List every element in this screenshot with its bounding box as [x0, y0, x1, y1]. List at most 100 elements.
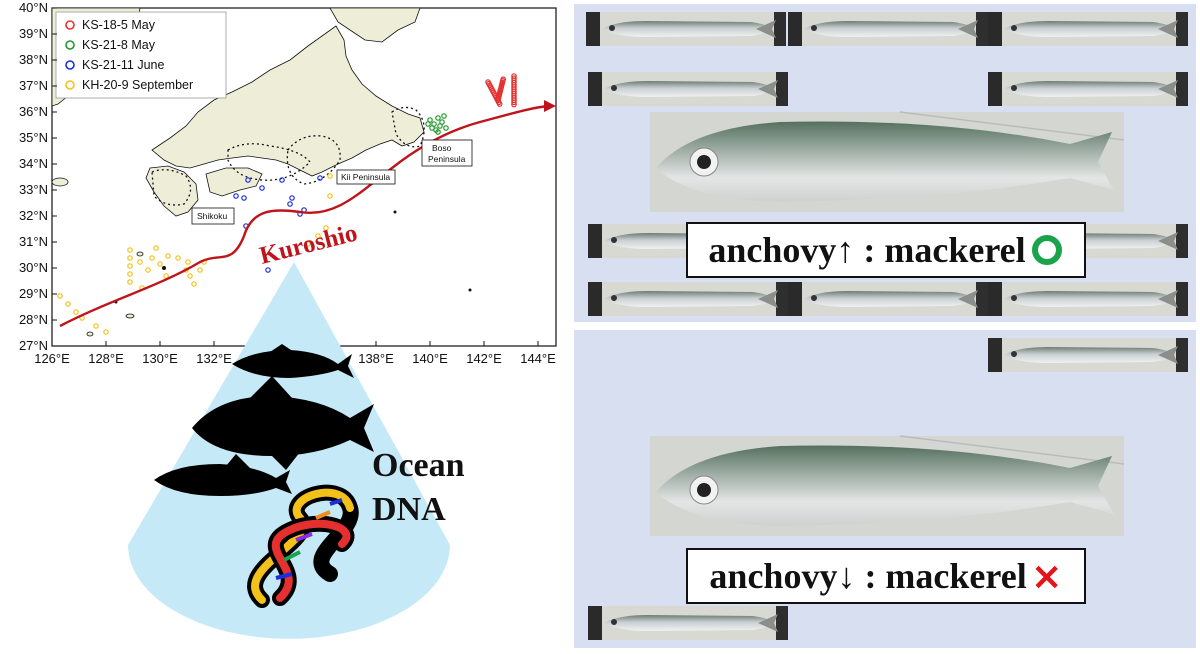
survey-point [73, 309, 79, 315]
top-caption-text: anchovy↑ : mackerel [708, 230, 1026, 270]
anchovy-photo [588, 282, 788, 316]
survey-point [496, 101, 503, 107]
anchovy-photo [988, 338, 1188, 372]
anchovy-photo [586, 12, 786, 46]
survey-point [127, 247, 133, 253]
legend-label: KS-18-5 May [82, 18, 156, 32]
lat-tick-label: 36°N [19, 104, 48, 119]
survey-point [137, 259, 143, 265]
anchovy-photo [788, 12, 988, 46]
survey-point [265, 267, 271, 273]
cross-mark-icon: × [1030, 554, 1063, 598]
anchovy-photo [988, 282, 1188, 316]
survey-point [197, 267, 203, 273]
survey-point [127, 271, 133, 277]
lat-tick-label: 31°N [19, 234, 48, 249]
survey-point [323, 225, 329, 231]
label-boso-line1: Boso [432, 143, 452, 153]
anchovy-photo [588, 606, 788, 640]
survey-point [127, 255, 133, 261]
survey-point [149, 255, 155, 261]
lon-tick-label: 144°E [520, 351, 556, 366]
legend-label: KH-20-9 September [82, 78, 193, 92]
lat-tick-label: 30°N [19, 260, 48, 275]
circle-mark-icon [1031, 235, 1062, 265]
survey-point [233, 193, 239, 199]
lat-tick-label: 39°N [19, 26, 48, 41]
survey-point [279, 177, 285, 183]
lon-tick-label: 128°E [88, 351, 124, 366]
lat-tick-label: 32°N [19, 208, 48, 223]
legend-label: KS-21-11 June [82, 58, 165, 72]
bottom-panel [574, 330, 1196, 648]
mackerel-photo [650, 435, 1125, 536]
lat-tick-label: 37°N [19, 78, 48, 93]
survey-point [327, 193, 333, 199]
lat-tick-label: 40°N [19, 0, 48, 15]
label-boso-line2: Peninsula [428, 154, 466, 164]
mackerel-silhouette-icon [192, 396, 374, 456]
legend-label: KS-21-8 May [82, 38, 156, 52]
label-shikoku-text: Shikoku [197, 211, 228, 221]
latitude-axis: 40°N 39°N 38°N 37°N 36°N 35°N 34°N 33°N 32°N 31°N… [19, 0, 57, 353]
survey-points-ks-21-june [233, 175, 323, 273]
fin-icon [270, 452, 300, 470]
dna-helix-icon [247, 484, 359, 608]
survey-point [305, 241, 311, 247]
legend-marker-icon [65, 80, 75, 90]
lat-tick-label: 28°N [19, 312, 48, 327]
survey-point [435, 115, 441, 121]
lat-tick-label: 27°N [19, 338, 48, 353]
survey-point [439, 119, 445, 125]
kuroshio-arrowhead [544, 100, 556, 112]
survey-point [259, 185, 265, 191]
lat-tick-label: 38°N [19, 52, 48, 67]
survey-point [435, 129, 441, 135]
lat-tick-label: 33°N [19, 182, 48, 197]
survey-point [441, 113, 447, 119]
survey-point [127, 279, 133, 285]
bottom-caption-box: anchovy↓ : mackerel × [686, 548, 1086, 604]
survey-point [175, 255, 181, 261]
survey-point [500, 76, 507, 83]
survey-point [57, 293, 63, 299]
map-panel: Boso Peninsula Kii Peninsula Shikoku Kur… [19, 0, 557, 366]
survey-point [153, 245, 159, 251]
legend-marker-icon [65, 40, 75, 50]
lon-tick-label: 126°E [34, 351, 70, 366]
top-panel [574, 4, 1196, 322]
lat-tick-label: 29°N [19, 286, 48, 301]
legend-marker-icon [65, 60, 75, 70]
survey-point [245, 177, 251, 183]
lon-tick-label: 130°E [142, 351, 178, 366]
lon-tick-label: 142°E [466, 351, 502, 366]
label-kii-text: Kii Peninsula [341, 172, 390, 182]
mackerel-photo [650, 111, 1125, 212]
bottom-caption-text: anchovy↓ : mackerel [709, 556, 1027, 596]
sardine-silhouette-icon [154, 464, 292, 496]
ocean-label: Ocean [372, 447, 465, 484]
anchovy-silhouette-icon [232, 350, 354, 378]
survey-point [511, 99, 517, 106]
lon-tick-label: 132°E [196, 351, 232, 366]
lat-tick-label: 34°N [19, 156, 48, 171]
kuroshio-current-line [59, 104, 549, 328]
anchovy-photo [588, 72, 788, 106]
dna-label: DNA [372, 491, 446, 528]
fin-icon [250, 376, 292, 398]
survey-points-ks-18 [485, 73, 517, 108]
lat-tick-label: 35°N [19, 130, 48, 145]
survey-point [425, 121, 431, 127]
survey-point [327, 173, 333, 179]
anchovy-photo [988, 72, 1188, 106]
lon-tick-label: 140°E [412, 351, 448, 366]
label-shikoku: Shikoku [191, 207, 235, 225]
survey-point [165, 253, 171, 259]
anchovy-photo [788, 282, 988, 316]
survey-point [191, 281, 197, 287]
survey-point [241, 195, 247, 201]
fin-icon [226, 454, 250, 468]
legend-marker-icon [65, 20, 75, 30]
